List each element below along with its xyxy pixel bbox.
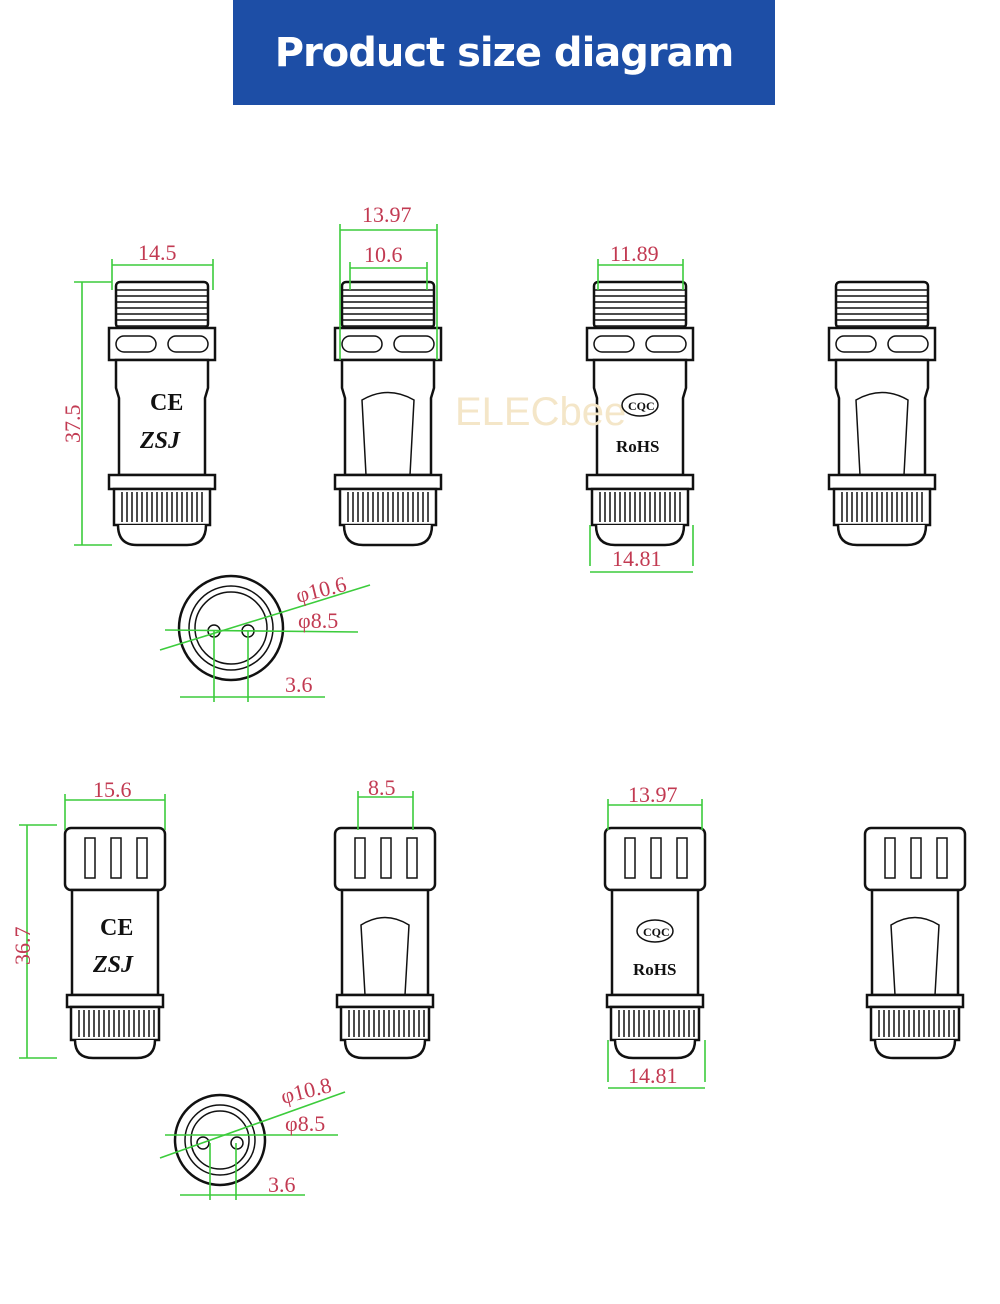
dim-male-nut: 14.81 [612,546,662,571]
pin [196,1136,210,1150]
dim-female-face-outer: φ10.8 [278,1072,334,1109]
body [114,358,210,477]
cable-seal [343,1039,427,1060]
dim-male-face-pitch: 3.6 [285,672,313,697]
dim-male-height: 37.5 [60,405,85,444]
dim-male-face-outer: φ10.6 [293,571,349,608]
dim-male-width: 14.5 [138,240,177,265]
male-connector [333,280,443,547]
latch [855,391,909,476]
latch [360,916,410,996]
female-connector [63,826,167,1060]
rohs-mark: RoHS [616,437,659,456]
cable-seal [73,1039,157,1060]
thread [114,280,210,330]
latch [361,391,415,476]
female-connector [863,826,967,1060]
body [70,888,160,997]
watermark: ELECbee [455,390,626,434]
dim-female-width: 15.6 [93,777,132,802]
male-connector [107,280,217,547]
dim-female-height: 36.7 [10,927,35,966]
nut-ring [107,473,217,491]
band [107,326,217,362]
dim-female-cap: 13.97 [628,782,678,807]
thread [340,280,436,330]
band [333,326,443,362]
nut-ring [585,473,695,491]
female-face-view [173,1093,267,1187]
cable-seal [836,524,928,547]
cable-seal [342,524,434,547]
nut-ring [605,993,705,1009]
pin [230,1136,244,1150]
cable-seal [613,1039,697,1060]
zsj-mark: ZSJ [139,428,181,454]
cqc-mark: CQC [628,399,655,413]
female-connector [333,826,437,1060]
rohs-mark: RoHS [633,960,676,979]
dim-male-side-inner: 10.6 [364,242,403,267]
cable-seal [116,524,208,547]
dim-female-side: 8.5 [368,775,396,800]
thread [834,280,930,330]
nut-ring [335,993,435,1009]
band [827,326,937,362]
ce-mark: CE [100,915,133,941]
page-title: Product size diagram [274,29,735,76]
male-connector [827,280,937,547]
cable-seal [594,524,686,547]
dim-male-side-outer: 13.97 [362,202,412,227]
male-connector [585,280,695,547]
nut-ring [65,993,165,1009]
cqc-logo-icon [621,393,659,417]
dim-female-face-pitch: 3.6 [268,1172,296,1197]
latch [890,916,940,996]
dim-male-thread: 11.89 [610,241,659,266]
cable-seal [873,1039,957,1060]
dim-female-nut: 14.81 [628,1063,678,1088]
female-connector [603,826,707,1060]
zsj-mark: ZSJ [92,952,134,978]
title-banner: Product size diagram [233,0,775,105]
nut-ring [827,473,937,491]
ce-mark: CE [150,390,183,416]
body [870,888,960,997]
band [585,326,695,362]
body [340,888,430,997]
nut-ring [333,473,443,491]
body [340,358,436,477]
dim-male-face-inner: φ8.5 [298,608,338,633]
body [834,358,930,477]
cqc-mark: CQC [643,925,670,939]
cqc-logo-icon [636,919,674,943]
thread [592,280,688,330]
dim-female-face-inner: φ8.5 [285,1111,325,1136]
nut-ring [865,993,965,1009]
